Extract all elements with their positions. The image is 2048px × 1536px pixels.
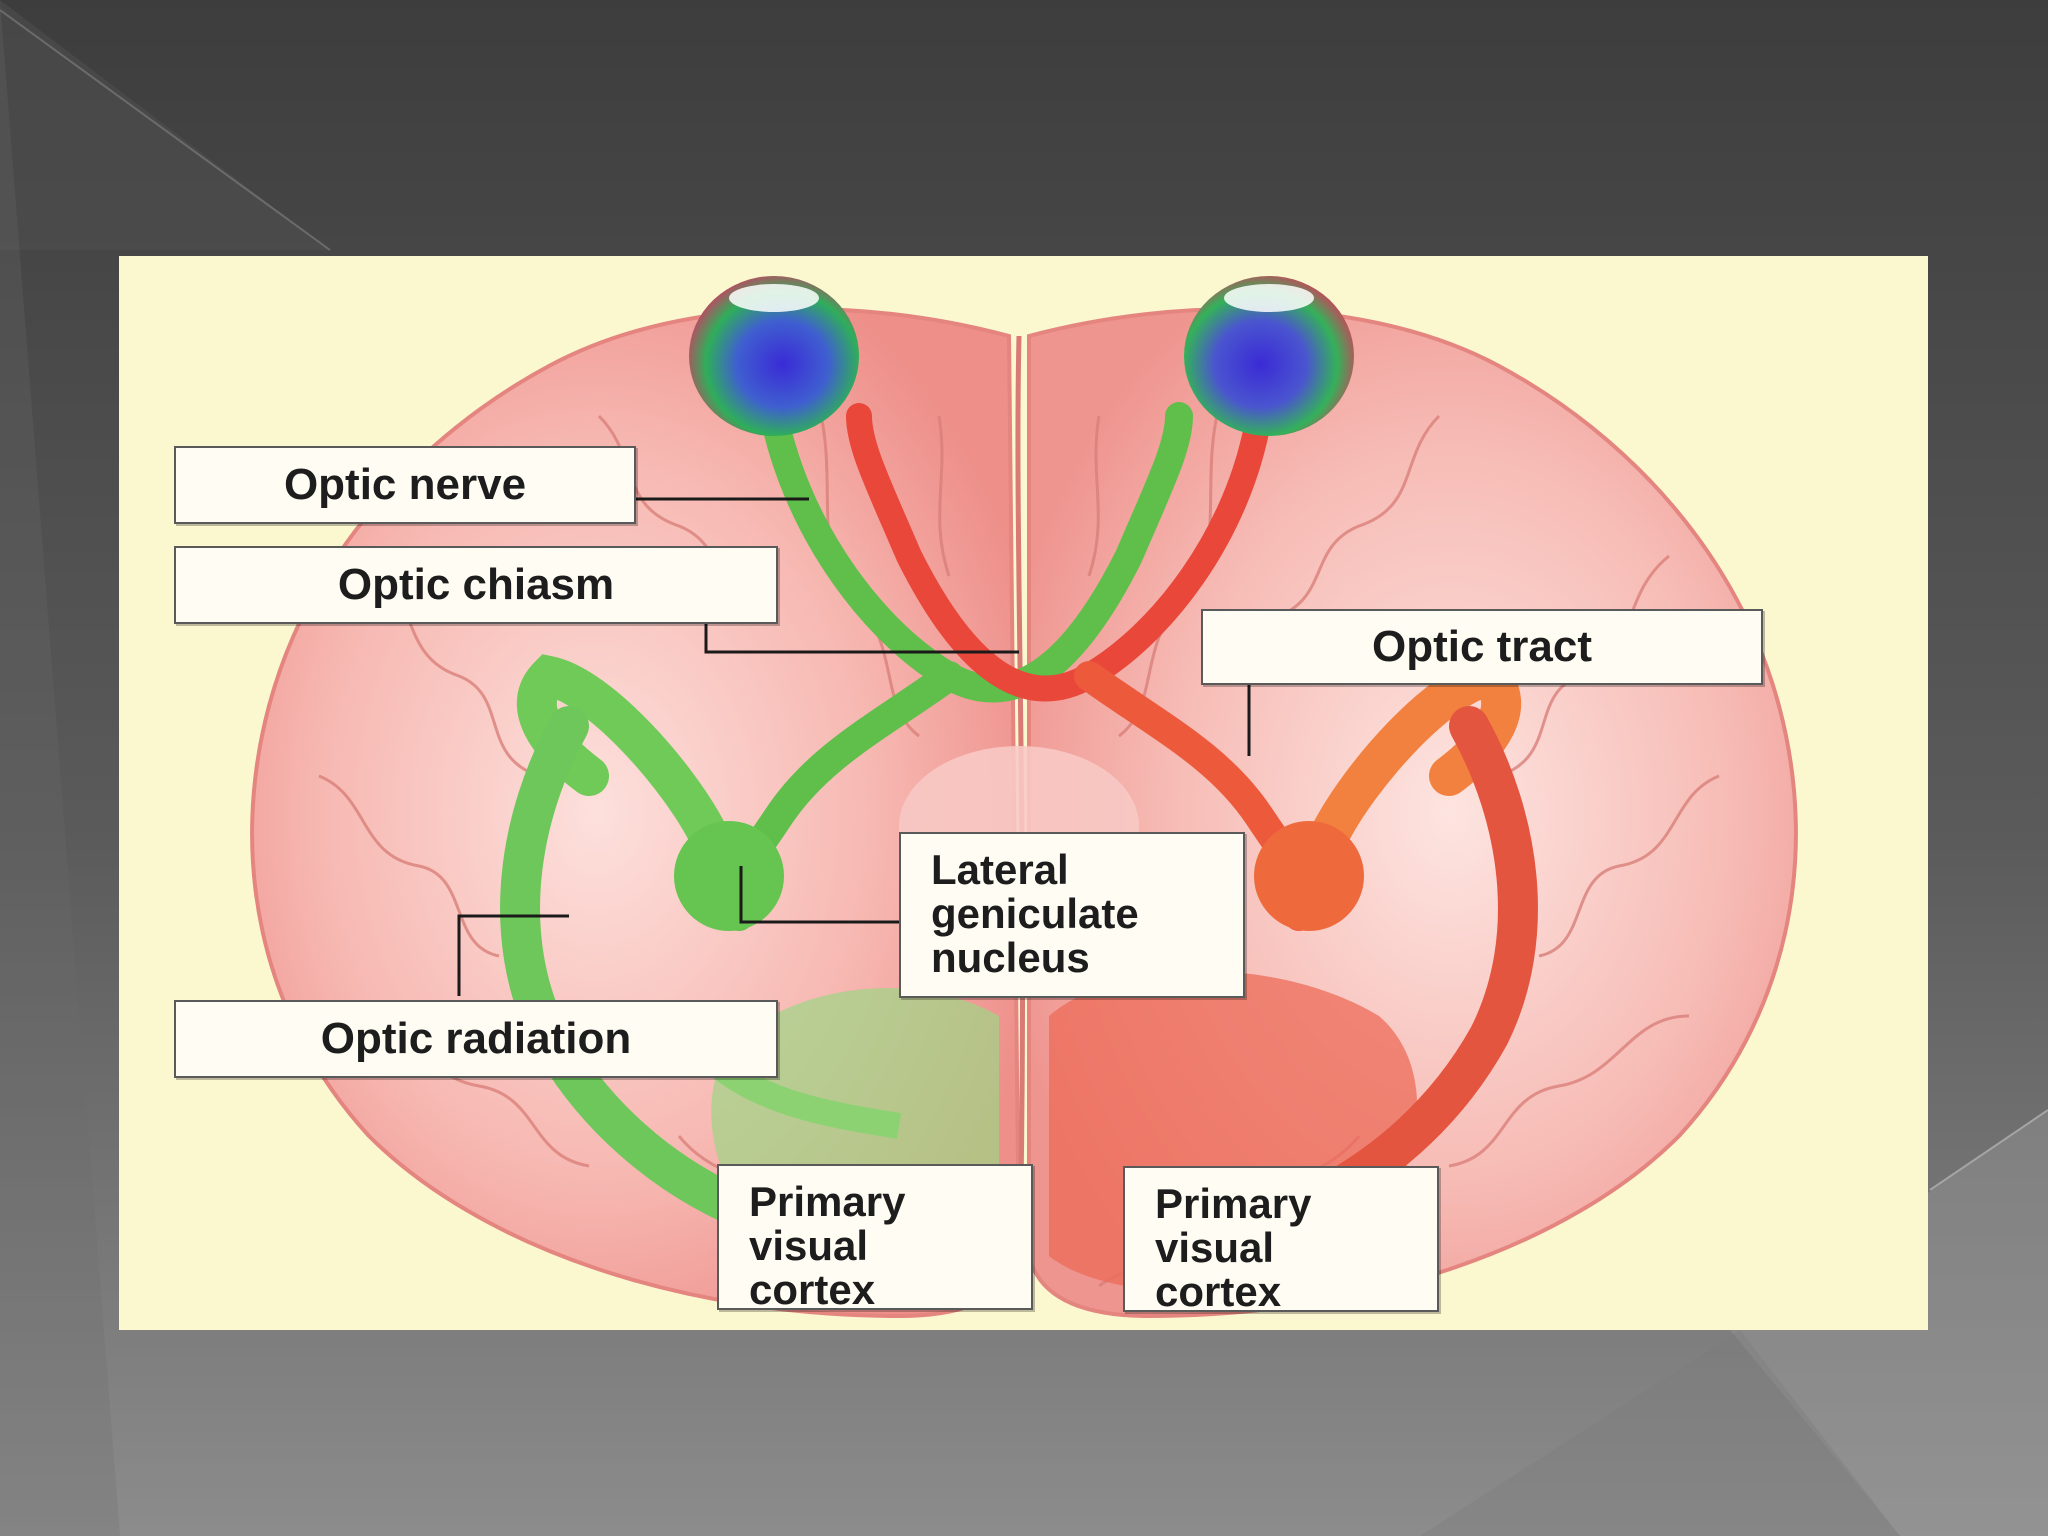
cortex-left-line-3: cortex (749, 1266, 876, 1314)
cortex-left-line-1: Primary (749, 1178, 906, 1225)
leader-lines (457, 497, 1251, 996)
left-eye-icon (689, 276, 859, 436)
label-optic-tract: Optic tract (1201, 609, 1763, 685)
cortex-left-line-2: visual (749, 1222, 869, 1270)
label-lateral-geniculate-nucleus: Lateral geniculate nucleus (899, 832, 1245, 998)
lgn-line-1: Lateral (931, 846, 1069, 893)
label-optic-radiation: Optic radiation (174, 1000, 778, 1078)
label-primary-visual-cortex-left: Primary visual cortex (717, 1164, 1033, 1314)
visual-pathway-figure: Optic nerve Optic chiasm Optic tract Lat… (119, 256, 1928, 1330)
cortex-right-line-1: Primary (1155, 1180, 1312, 1227)
cortex-right-line-2: visual (1155, 1224, 1275, 1272)
right-eye-icon (1184, 276, 1354, 436)
lgn-line-3: nucleus (931, 934, 1090, 982)
label-optic-nerve: Optic nerve (174, 446, 636, 524)
label-optic-chiasm: Optic chiasm (174, 546, 778, 624)
lgn-line-2: geniculate (931, 890, 1139, 938)
label-primary-visual-cortex-right: Primary visual cortex (1123, 1166, 1439, 1316)
cortex-right-line-3: cortex (1155, 1268, 1282, 1316)
